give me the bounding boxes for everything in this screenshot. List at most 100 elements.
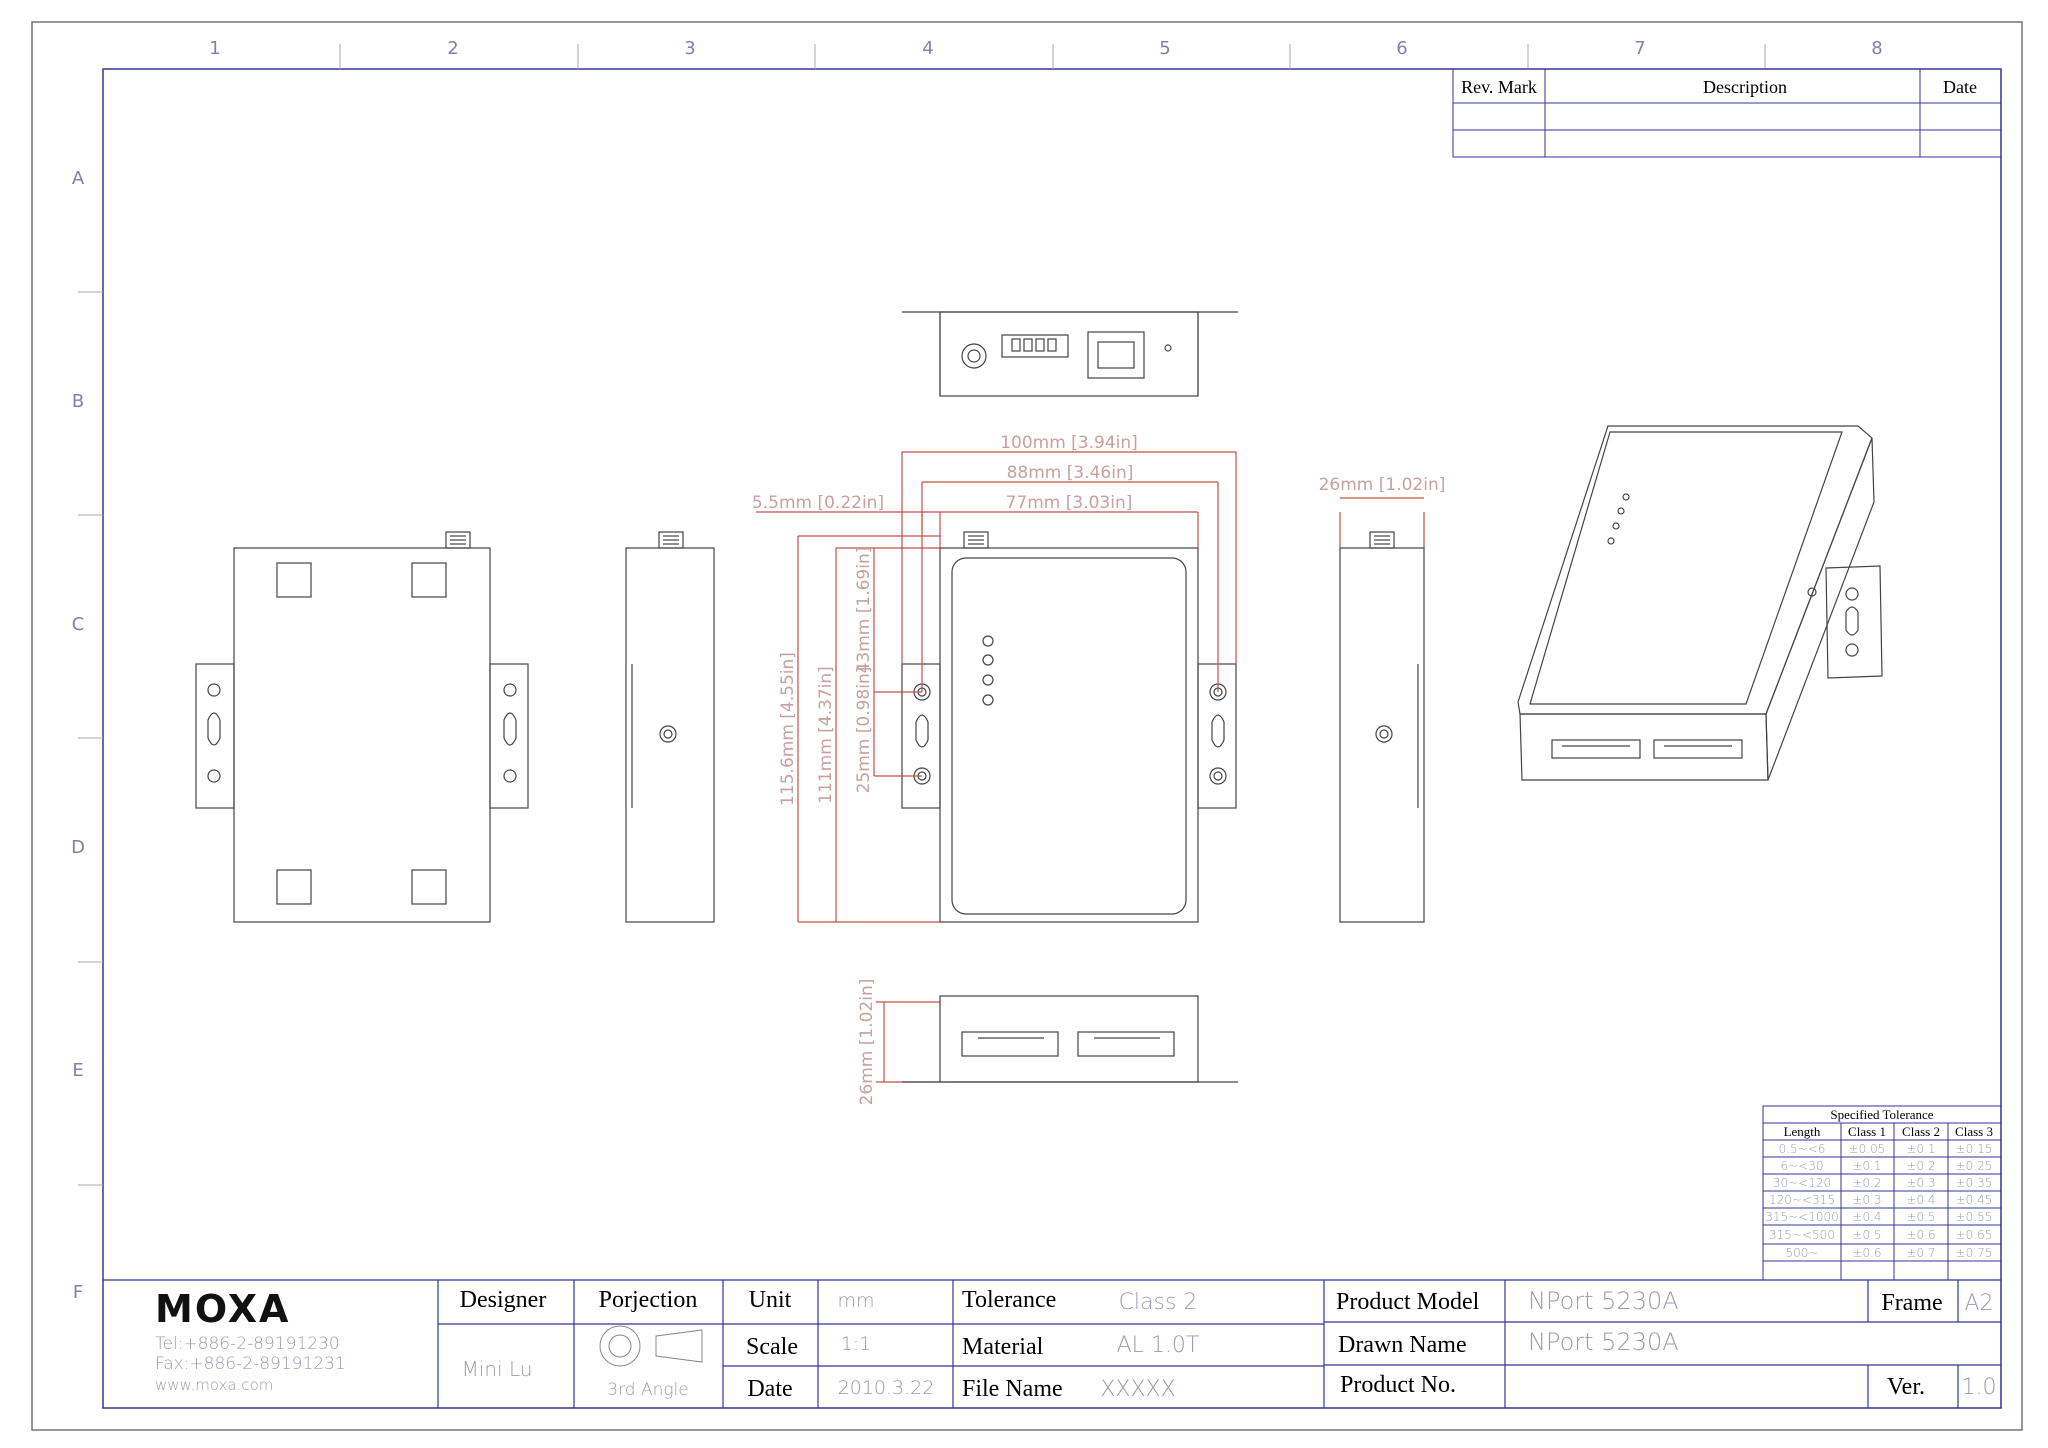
tol-cell: ±0.6 <box>1852 1246 1881 1260</box>
tol-cell: ±0.05 <box>1849 1142 1886 1156</box>
designer-label: Designer <box>460 1287 547 1313</box>
ver-value: 1.0 <box>1962 1375 1997 1400</box>
tol-cell: ±0.2 <box>1852 1176 1881 1190</box>
designer-value: Mini Lu <box>462 1357 533 1381</box>
tel-text: Tel:+886-2-89191230 <box>155 1334 340 1354</box>
dimension-lines <box>756 451 1425 1083</box>
revision-table <box>1452 68 2002 158</box>
tolerance-rows: 0.5~<6 ±0.05 ±0.1 ±0.15 6~<30 ±0.1 ±0.2 … <box>1765 1142 1992 1260</box>
tol-cell: 0.5~<6 <box>1779 1142 1826 1156</box>
tol-cell: ±0.1 <box>1906 1142 1935 1156</box>
dim-115-6mm: 115.6mm [4.55in] <box>778 652 798 806</box>
tol-header-class2: Class 2 <box>1902 1124 1940 1139</box>
grid-col-7: 7 <box>1634 38 1645 59</box>
tol-cell: ±0.55 <box>1956 1210 1993 1224</box>
grid-col-3: 3 <box>684 38 695 59</box>
drawn-name-label: Drawn Name <box>1338 1332 1467 1358</box>
back-view <box>195 531 529 923</box>
tol-cell: ±0.1 <box>1852 1159 1881 1173</box>
grid-row-d: D <box>71 837 85 858</box>
grid-column-labels: 1 2 3 4 5 6 7 8 <box>209 38 1882 59</box>
grid-row-c: C <box>72 614 85 635</box>
scale-value: 1:1 <box>841 1333 872 1355</box>
grid-row-labels: A B C D E F <box>71 168 85 1303</box>
frame-value: A2 <box>1964 1291 1993 1316</box>
scale-label: Scale <box>746 1334 798 1360</box>
tol-cell: ±0.5 <box>1852 1228 1881 1242</box>
projection-value: 3rd Angle <box>607 1380 689 1400</box>
tol-cell: ±0.35 <box>1956 1176 1993 1190</box>
isometric-view <box>1517 425 1883 781</box>
tol-cell: ±0.7 <box>1906 1246 1935 1260</box>
ver-label: Ver. <box>1887 1374 1925 1400</box>
tolerance-headers: Length Class 1 Class 2 Class 3 <box>1784 1124 1993 1139</box>
tol-cell: ±0.3 <box>1906 1176 1935 1190</box>
dim-88mm: 88mm [3.46in] <box>1007 463 1134 483</box>
grid-col-6: 6 <box>1396 38 1407 59</box>
tol-cell: ±0.2 <box>1906 1159 1935 1173</box>
dim-26mm-side: 26mm [1.02in] <box>1319 475 1446 495</box>
tol-cell: ±0.5 <box>1906 1210 1935 1224</box>
grid-col-2: 2 <box>447 38 458 59</box>
unit-label: Unit <box>749 1287 792 1313</box>
grid-col-1: 1 <box>209 38 220 59</box>
grid-col-4: 4 <box>922 38 933 59</box>
title-block <box>103 1279 2001 1408</box>
bottom-view <box>902 995 1238 1083</box>
grid-row-e: E <box>72 1060 83 1081</box>
frame-label: Frame <box>1881 1290 1942 1316</box>
tolerance-value: Class 2 <box>1119 1290 1198 1315</box>
tol-cell: ±0.3 <box>1852 1193 1881 1207</box>
filename-label: File Name <box>962 1376 1063 1402</box>
grid-row-f: F <box>73 1282 83 1303</box>
tol-cell: 120~<315 <box>1769 1193 1835 1207</box>
tol-cell: ±0.6 <box>1906 1228 1935 1242</box>
left-side-view <box>625 531 715 923</box>
front-view <box>901 531 1237 923</box>
dim-26mm-bottom: 26mm [1.02in] <box>857 979 877 1106</box>
tol-cell: 315~<1000 <box>1765 1210 1839 1224</box>
top-view <box>902 311 1238 397</box>
tol-cell: ±0.45 <box>1956 1193 1993 1207</box>
inner-border <box>102 68 2002 1409</box>
tol-cell: ±0.65 <box>1956 1228 1993 1242</box>
date-header: Date <box>1943 77 1977 97</box>
grid-col-8: 8 <box>1871 38 1882 59</box>
material-label: Material <box>962 1334 1044 1360</box>
dim-25mm: 25mm [0.98in] <box>854 667 874 794</box>
tol-cell: 315~<500 <box>1769 1228 1835 1242</box>
tol-header-class1: Class 1 <box>1848 1124 1886 1139</box>
projection-label: Porjection <box>599 1287 698 1313</box>
date-value: 2010.3.22 <box>838 1377 935 1399</box>
material-value: AL 1.0T <box>1117 1333 1200 1358</box>
dim-77mm: 77mm [3.03in] <box>1006 493 1133 513</box>
grid-row-b: B <box>72 391 84 412</box>
outer-border <box>31 21 2023 1431</box>
dim-43mm: 43mm [1.69in] <box>854 547 874 674</box>
tol-cell: ±0.75 <box>1956 1246 1993 1260</box>
moxa-logo: MOXA <box>155 1287 290 1331</box>
filename-value: XXXXX <box>1100 1377 1175 1402</box>
product-model-label: Product Model <box>1336 1289 1480 1315</box>
tol-header-length: Length <box>1784 1124 1821 1139</box>
date-label: Date <box>747 1376 792 1402</box>
tol-cell: 6~<30 <box>1780 1159 1823 1173</box>
product-model-value: NPort 5230A <box>1528 1287 1679 1315</box>
grid-col-5: 5 <box>1159 38 1170 59</box>
tolerance-label: Tolerance <box>962 1287 1056 1313</box>
dim-100mm: 100mm [3.94in] <box>1000 433 1138 453</box>
tol-cell: 500~ <box>1786 1246 1819 1260</box>
right-side-view <box>1339 531 1425 923</box>
dim-5-5mm: 5.5mm [0.22in] <box>752 493 884 513</box>
web-text: www.moxa.com <box>155 1376 273 1394</box>
product-no-label: Product No. <box>1340 1372 1456 1398</box>
third-angle-projection-icon <box>599 1325 703 1367</box>
description-header: Description <box>1703 77 1787 97</box>
tol-header-class3: Class 3 <box>1955 1124 1993 1139</box>
tol-cell: ±0.4 <box>1852 1210 1881 1224</box>
tol-cell: ±0.4 <box>1906 1193 1935 1207</box>
rev-mark-header: Rev. Mark <box>1461 77 1537 97</box>
dim-111mm: 111mm [4.37in] <box>816 666 836 804</box>
tolerance-table <box>1762 1105 2002 1281</box>
